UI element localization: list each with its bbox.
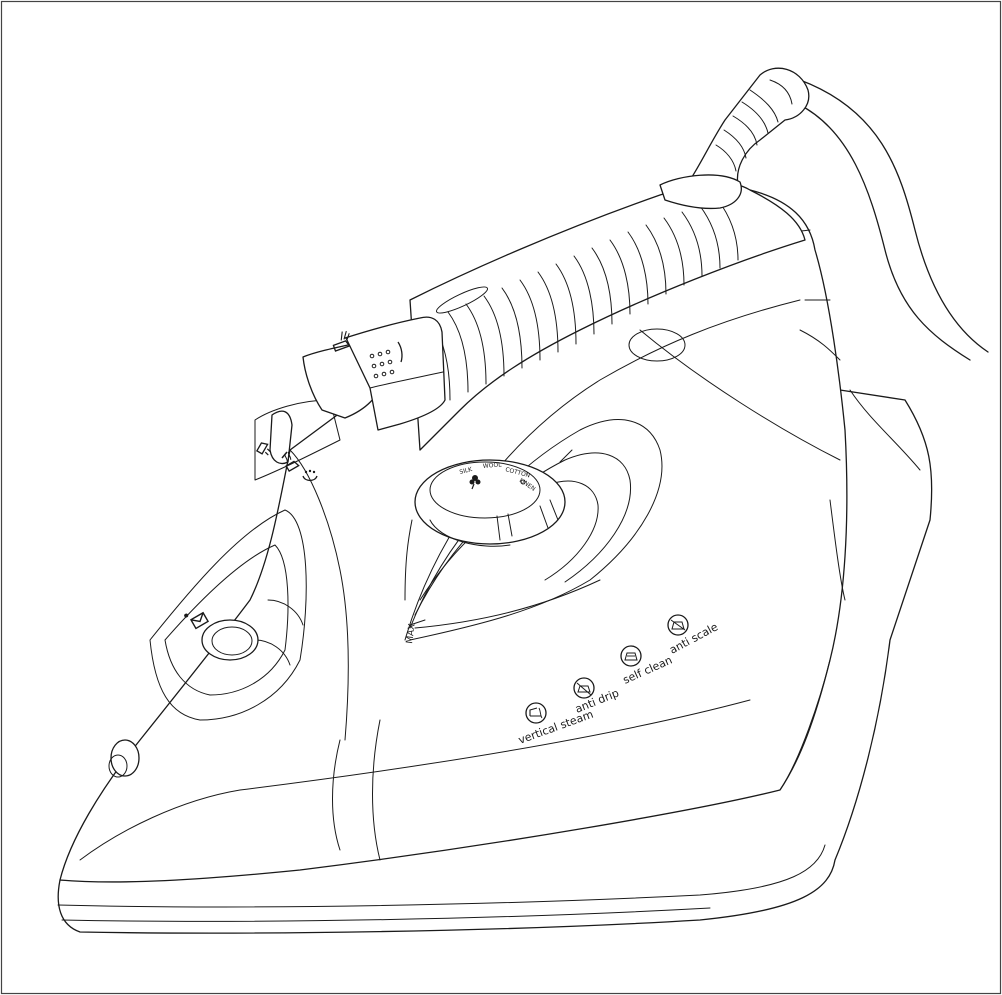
top-control-buttons bbox=[302, 316, 446, 431]
steam-selector-area bbox=[254, 399, 341, 482]
dial-setting-silk: SILK bbox=[459, 466, 474, 476]
handle bbox=[409, 174, 806, 451]
steam-burst-icon bbox=[369, 341, 403, 379]
vertical-steam-icon bbox=[529, 707, 543, 719]
dial-setting-wool: WOOL bbox=[483, 461, 503, 470]
power-cord bbox=[797, 79, 989, 361]
self-clean-setting-icon bbox=[302, 469, 318, 482]
dry-setting-icon bbox=[256, 442, 271, 456]
anti-drip-icon bbox=[576, 682, 592, 696]
steam-burst-button[interactable] bbox=[344, 316, 446, 431]
steam-setting-icon bbox=[284, 451, 300, 472]
anti-scale-icon bbox=[670, 619, 686, 631]
water-fill-icon bbox=[184, 611, 210, 630]
water-level-max-mark: MAX bbox=[405, 623, 418, 644]
front-panel bbox=[149, 509, 307, 721]
self-clean-icon bbox=[624, 652, 638, 661]
spray-icon bbox=[332, 330, 351, 352]
temperature-dial[interactable]: SILK WOOL COTTON LINEN bbox=[414, 449, 573, 547]
dial-center-mark-icon bbox=[469, 475, 481, 490]
cord-strain-relief bbox=[689, 67, 810, 186]
water-tank-window: MAX bbox=[404, 519, 426, 644]
spray-nozzle bbox=[108, 739, 140, 778]
water-fill-button[interactable] bbox=[183, 606, 259, 661]
steam-selector-slider[interactable] bbox=[269, 410, 293, 465]
indicator-light bbox=[628, 328, 686, 362]
